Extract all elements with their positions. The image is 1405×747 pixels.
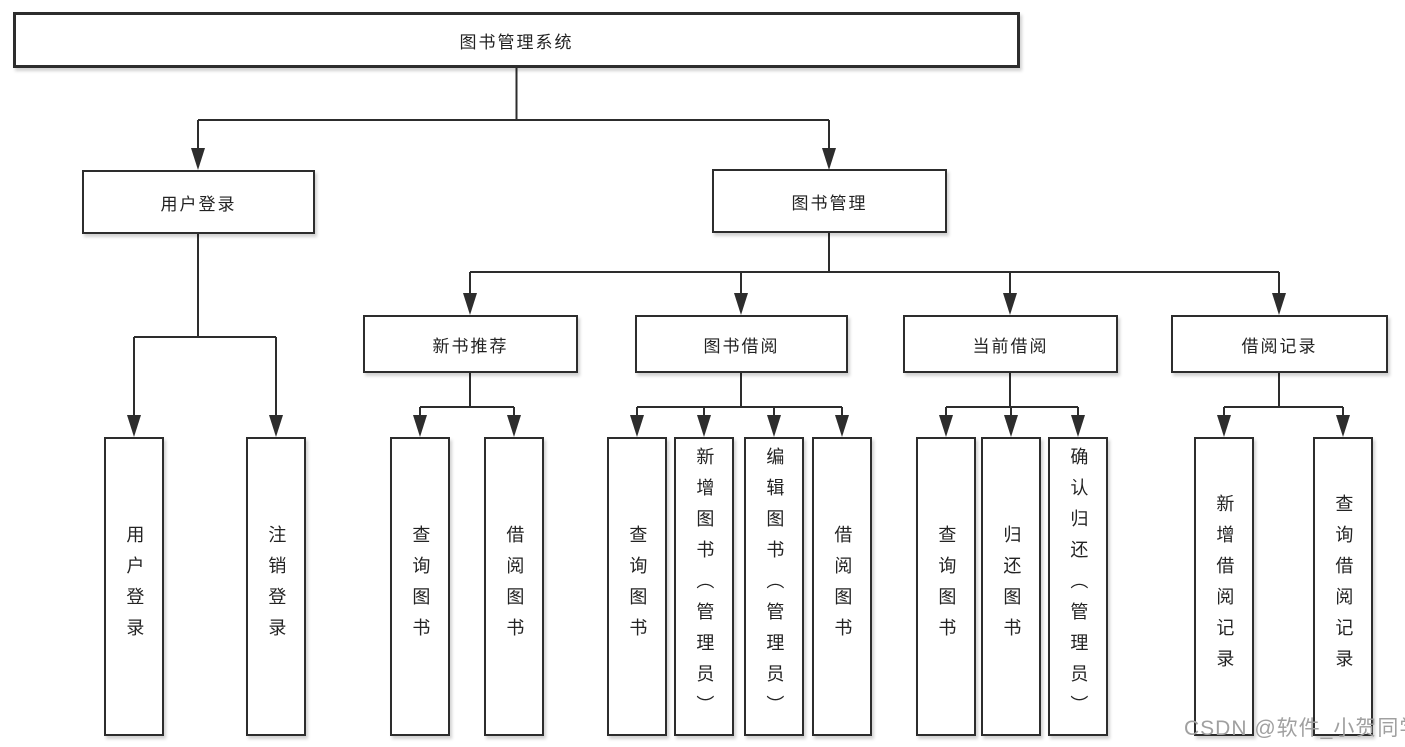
leaf-label: 新增图书（管理员） — [694, 447, 715, 726]
leaf-borrow-books-borrowing: 借阅图书 — [812, 437, 872, 736]
node-label: 新书推荐 — [432, 336, 509, 356]
leaf-query-books-recommend: 查询图书 — [390, 437, 450, 736]
node-new-book-recommendation: 新书推荐 — [363, 315, 578, 373]
leaf-label: 借阅图书 — [832, 524, 853, 649]
leaf-borrow-books-recommend: 借阅图书 — [484, 437, 544, 736]
node-label: 图书管理 — [791, 193, 868, 213]
leaf-user-login: 用户登录 — [104, 437, 164, 736]
node-label: 借阅记录 — [1241, 336, 1318, 356]
leaf-query-borrow-record: 查询借阅记录 — [1313, 437, 1373, 736]
leaf-logout: 注销登录 — [246, 437, 306, 736]
leaf-add-borrow-record: 新增借阅记录 — [1194, 437, 1254, 736]
leaf-label: 用户登录 — [124, 524, 145, 649]
leaf-label: 查询图书 — [410, 524, 431, 649]
node-borrowing-records: 借阅记录 — [1171, 315, 1388, 373]
node-library-management-system: 图书管理系统 — [13, 12, 1020, 68]
leaf-query-books-borrowing: 查询图书 — [607, 437, 667, 736]
node-book-management: 图书管理 — [712, 169, 947, 233]
leaf-label: 查询图书 — [936, 524, 957, 649]
leaf-label: 注销登录 — [266, 524, 287, 649]
leaf-query-books-current: 查询图书 — [916, 437, 976, 736]
leaf-label: 查询借阅记录 — [1333, 493, 1354, 680]
leaf-label: 新增借阅记录 — [1214, 493, 1235, 680]
node-label: 用户登录 — [160, 194, 237, 214]
leaf-confirm-return-admin: 确认归还（管理员） — [1048, 437, 1108, 736]
leaf-return-books: 归还图书 — [981, 437, 1041, 736]
leaf-add-books-admin: 新增图书（管理员） — [674, 437, 734, 736]
node-book-borrowing: 图书借阅 — [635, 315, 848, 373]
leaf-edit-books-admin: 编辑图书（管理员） — [744, 437, 804, 736]
leaf-label: 确认归还（管理员） — [1068, 447, 1089, 726]
node-label: 当前借阅 — [972, 336, 1049, 356]
node-current-borrowing: 当前借阅 — [903, 315, 1118, 373]
node-label: 图书管理系统 — [459, 32, 574, 52]
csdn-watermark: CSDN @软件_小贺同学 — [1184, 717, 1405, 740]
node-user-login: 用户登录 — [82, 170, 315, 234]
leaf-label: 归还图书 — [1001, 524, 1022, 649]
node-label: 图书借阅 — [703, 336, 780, 356]
leaf-label: 编辑图书（管理员） — [764, 447, 785, 726]
leaf-label: 查询图书 — [627, 524, 648, 649]
leaf-label: 借阅图书 — [504, 524, 525, 649]
